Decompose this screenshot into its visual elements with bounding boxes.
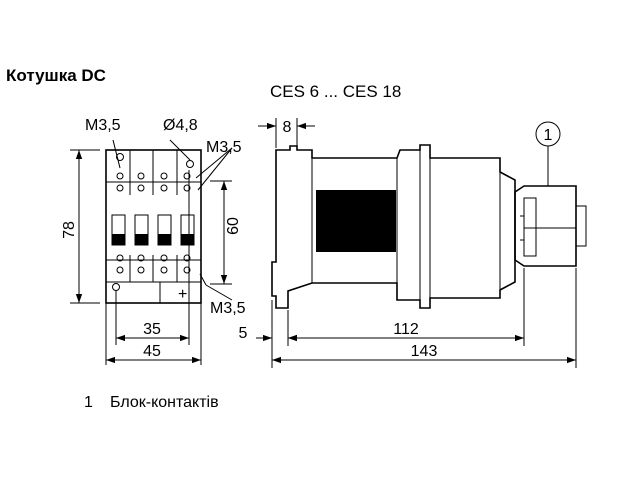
front-view: + [105,149,202,304]
legend-text: Блок-контактів [110,394,219,411]
mounting-hole [186,160,194,168]
dim-height-inner: 60 [225,217,242,235]
label-screw-top-left: M3,5 [85,117,121,134]
top-terminal-screws [116,172,191,192]
dim-width-inner: 35 [143,321,161,338]
label-screw-top-right: M3,5 [206,139,242,156]
side-view [271,144,587,309]
bottom-terminal-screws [116,254,191,274]
dim-height-outer: 78 [61,221,78,239]
callout-number: 1 [544,127,553,144]
dim-top: 8 [283,119,292,136]
dim-depth-inner: 112 [393,321,419,338]
legend-number: 1 [84,394,93,411]
coil-block [316,190,396,252]
diagram-title: Котушка DC [6,66,106,85]
dim-left-offset: 5 [239,325,248,342]
side-body-outline [271,144,516,309]
dim-depth-outer: 143 [411,343,438,360]
legend: 1 Блок-контактів [84,394,219,412]
mounting-hole [112,283,120,291]
label-hole-diameter: Ø4,8 [163,117,198,134]
auxiliary-contact-block [514,185,587,267]
label-screw-bottom: M3,5 [210,300,246,317]
model-range-label: CES 6 ... CES 18 [270,82,402,101]
terminal-plus-label: + [178,286,187,303]
dim-width-outer: 45 [143,343,161,360]
mounting-hole [116,153,124,161]
switch-poles [111,214,195,246]
